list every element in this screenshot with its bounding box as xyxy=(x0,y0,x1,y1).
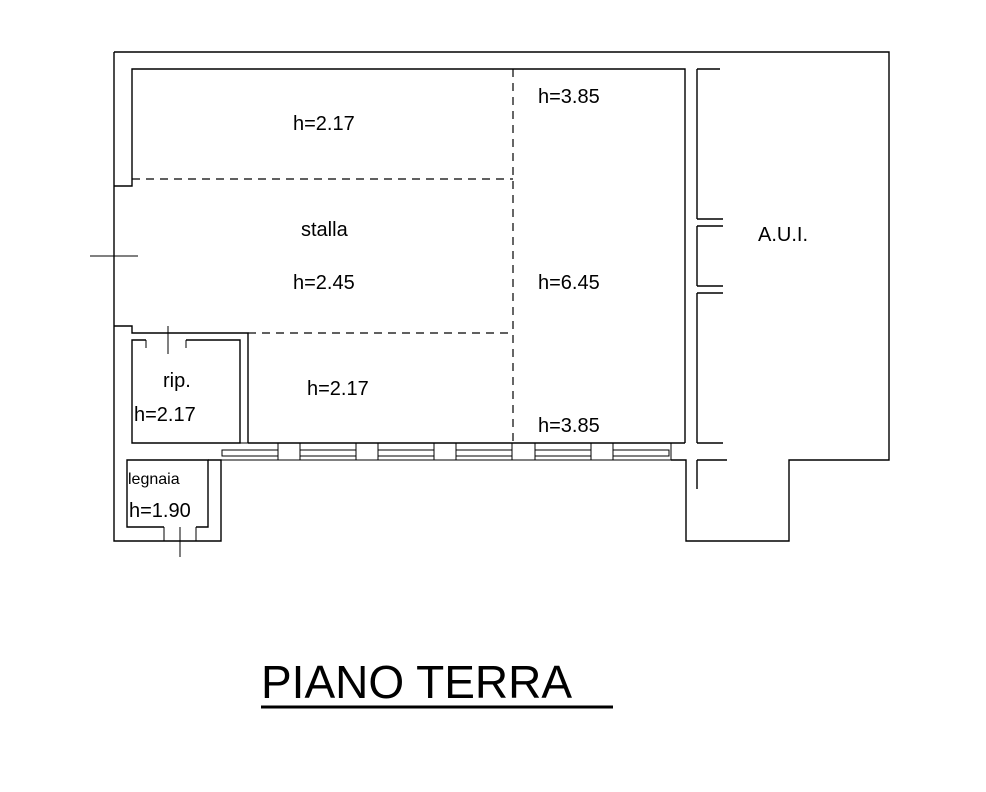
room-height-label: h=2.17 xyxy=(293,113,355,135)
window xyxy=(299,449,357,457)
outer-wall-outline xyxy=(114,51,890,542)
window xyxy=(534,449,592,457)
window xyxy=(455,449,513,457)
page-title: PIANO TERRA xyxy=(261,656,572,708)
window xyxy=(612,449,670,457)
legnaia-wall xyxy=(126,459,209,528)
plan-title: PIANO TERRA xyxy=(261,656,613,709)
stalla-walls xyxy=(114,68,686,444)
window-strip xyxy=(221,442,672,461)
legnaia-room xyxy=(126,459,209,557)
window xyxy=(221,449,279,457)
rip-wall xyxy=(131,339,241,444)
room-height-label: h=6.45 xyxy=(538,272,600,294)
window xyxy=(377,449,435,457)
room-labels: h=2.17 stalla h=2.45 h=2.17 h=3.85 h=6.4… xyxy=(128,86,808,522)
outer-wall-left xyxy=(113,52,222,542)
room-height-label: h=2.17 xyxy=(134,404,196,426)
stalla-inner-top xyxy=(114,68,686,443)
room-name-label: rip. xyxy=(163,370,191,392)
room-height-label: h=3.85 xyxy=(538,415,600,437)
room-height-label: h=2.17 xyxy=(307,378,369,400)
room-height-label: h=1.90 xyxy=(129,500,191,522)
aui-area xyxy=(696,68,727,489)
stalla-inner-lower-left xyxy=(114,325,249,443)
room-name-label: A.U.I. xyxy=(758,224,808,246)
outer-walls xyxy=(90,51,890,542)
room-height-label: h=3.85 xyxy=(538,86,600,108)
rip-room xyxy=(131,326,241,444)
room-height-label: h=2.45 xyxy=(293,272,355,294)
room-name-label: stalla xyxy=(301,219,349,241)
room-name-label: legnaia xyxy=(128,471,180,488)
